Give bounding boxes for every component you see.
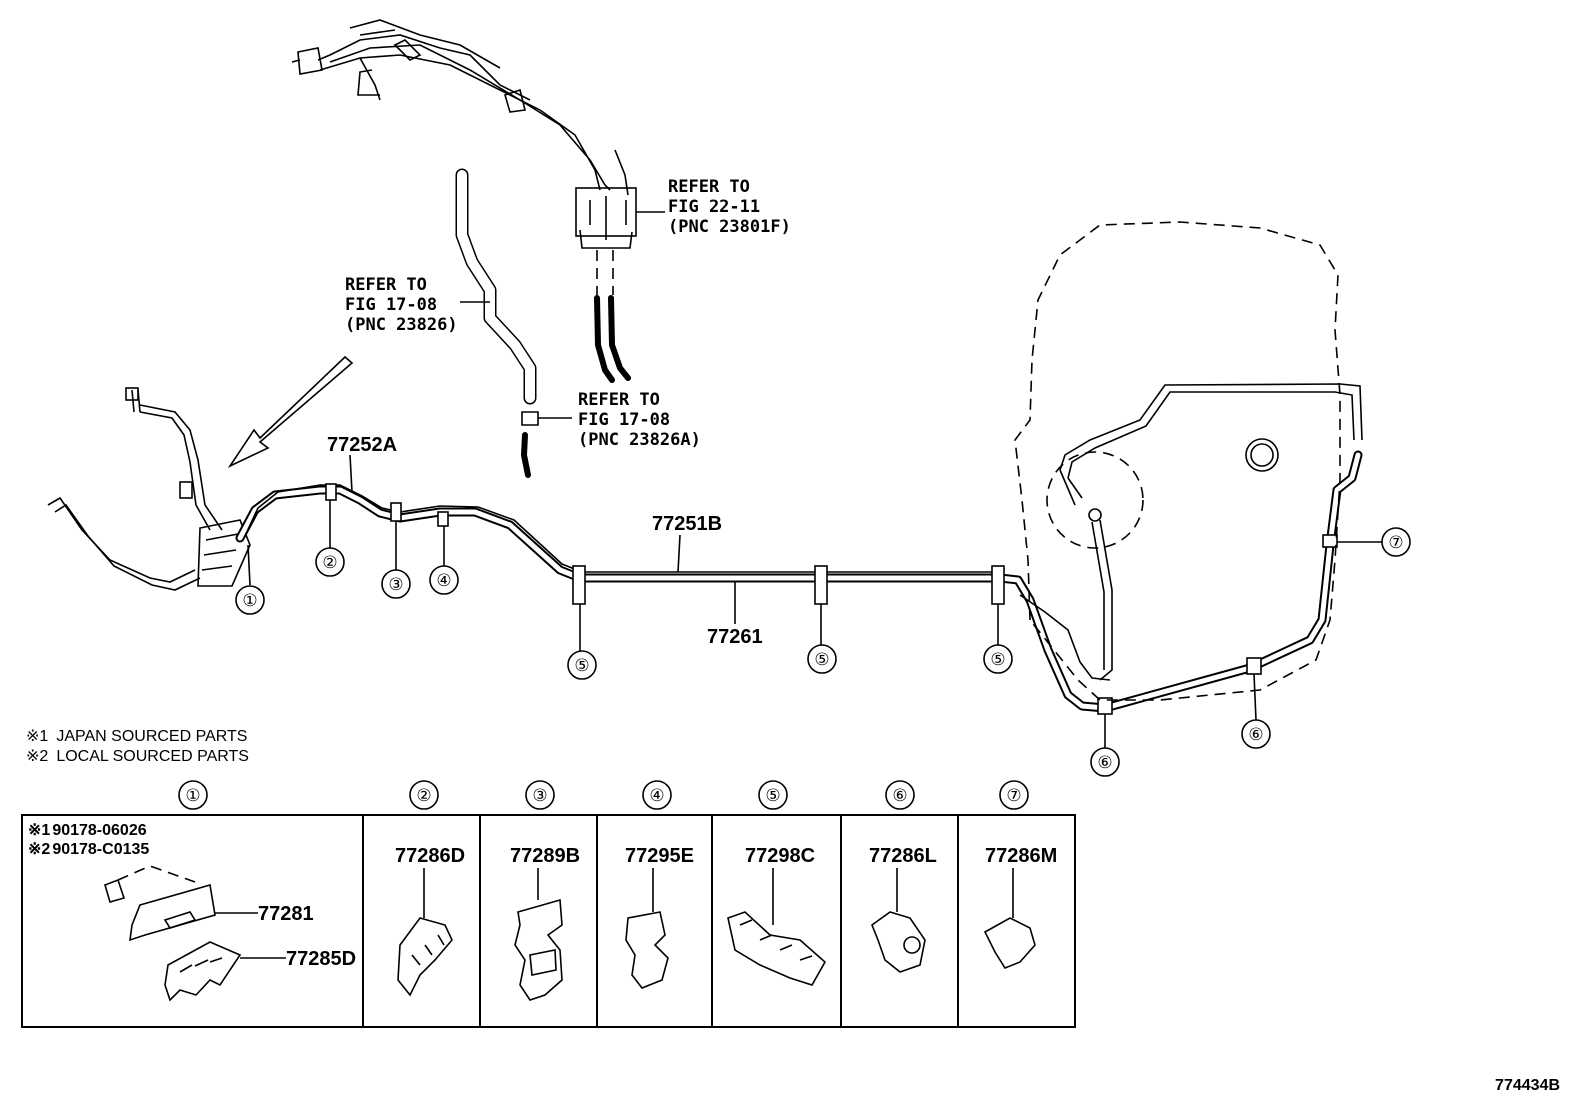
header-1: ①: [185, 786, 200, 805]
vent-hose: [455, 168, 572, 478]
svg-text:⑤: ⑤: [990, 650, 1005, 669]
svg-text:⑥: ⑥: [1248, 725, 1263, 744]
view-direction-arrow: [227, 355, 354, 468]
header-4: ④: [649, 786, 664, 805]
fuel-pipe-assembly: [235, 450, 1363, 713]
label-77252A: 77252A: [327, 434, 397, 456]
ref-c-line1: REFER TO: [578, 390, 660, 410]
main-callouts: ① ② ③ ④ ⑤ ⑤ ⑤: [235, 500, 1411, 777]
canister-lines: [594, 250, 631, 383]
canister-harness: [291, 19, 665, 249]
label-77251B: 77251B: [652, 513, 722, 535]
ref-c-line3: (PNC 23826A): [578, 430, 701, 450]
callout-5c: ⑤: [983, 604, 1013, 674]
label-77285D: 77285D: [286, 948, 356, 970]
callout-6a: ⑥: [1090, 714, 1120, 777]
table-header: ① ② ③ ④ ⑤ ⑥ ⑦: [178, 780, 1029, 810]
ref-a-line2: FIG 22-11: [668, 197, 760, 217]
callout-3: ③: [381, 521, 411, 599]
callout-5a: ⑤: [567, 604, 597, 680]
ref-label-22-11: REFER TO FIG 22-11 (PNC 23801F): [668, 177, 791, 237]
table-cell-3: 77289B: [510, 845, 580, 1001]
svg-text:①: ①: [242, 591, 257, 610]
fuel-tank-outline: [1014, 221, 1363, 701]
svg-text:②: ②: [322, 553, 337, 572]
label-77261: 77261: [707, 626, 763, 648]
callout-7: ⑦: [1337, 527, 1411, 557]
label-77298C: 77298C: [745, 845, 815, 867]
ref-label-23826: REFER TO FIG 17-08 (PNC 23826): [345, 275, 458, 335]
label-77289B: 77289B: [510, 845, 580, 867]
ref-c-line2: FIG 17-08: [578, 410, 670, 430]
svg-text:⑤: ⑤: [814, 650, 829, 669]
svg-text:⑦: ⑦: [1388, 533, 1403, 552]
label-77286M: 77286M: [985, 845, 1057, 867]
svg-text:④: ④: [436, 571, 451, 590]
header-2: ②: [416, 786, 431, 805]
callout-5b: ⑤: [807, 604, 837, 674]
table-cell-6: 77286L: [869, 845, 937, 973]
table-cell-4: 77295E: [625, 845, 694, 989]
svg-text:③: ③: [388, 575, 403, 594]
callout-6b: ⑥: [1241, 673, 1271, 749]
table-cell-7: 77286M: [983, 845, 1057, 969]
table-cell-2: 77286D: [395, 845, 465, 997]
main-part-labels: 77252A 77251B 77261: [327, 434, 763, 648]
svg-text:⑥: ⑥: [1097, 753, 1112, 772]
label-77286L: 77286L: [869, 845, 937, 867]
ref-b-line2: FIG 17-08: [345, 295, 437, 315]
callout-4: ④: [429, 526, 459, 595]
ref-a-line3: (PNC 23801F): [668, 217, 791, 237]
callout-1: ①: [235, 544, 265, 615]
engine-side-connector: [47, 387, 251, 591]
header-5: ⑤: [765, 786, 780, 805]
ref-a-line1: REFER TO: [668, 177, 750, 197]
callout-2: ②: [315, 500, 345, 577]
label-77295E: 77295E: [625, 845, 694, 867]
diagram-code: 774434B: [1495, 1077, 1560, 1094]
header-3: ③: [532, 786, 547, 805]
label-77281: 77281: [258, 903, 314, 925]
ref-b-line3: (PNC 23826): [345, 315, 458, 335]
label-77286D: 77286D: [395, 845, 465, 867]
header-7: ⑦: [1006, 786, 1021, 805]
ref-b-line1: REFER TO: [345, 275, 427, 295]
header-6: ⑥: [892, 786, 907, 805]
svg-text:⑤: ⑤: [574, 656, 589, 675]
ref-label-23826A: REFER TO FIG 17-08 (PNC 23826A): [578, 390, 701, 450]
table-cell-5: 77298C: [727, 845, 827, 986]
pipe-clamps: [325, 483, 1338, 715]
